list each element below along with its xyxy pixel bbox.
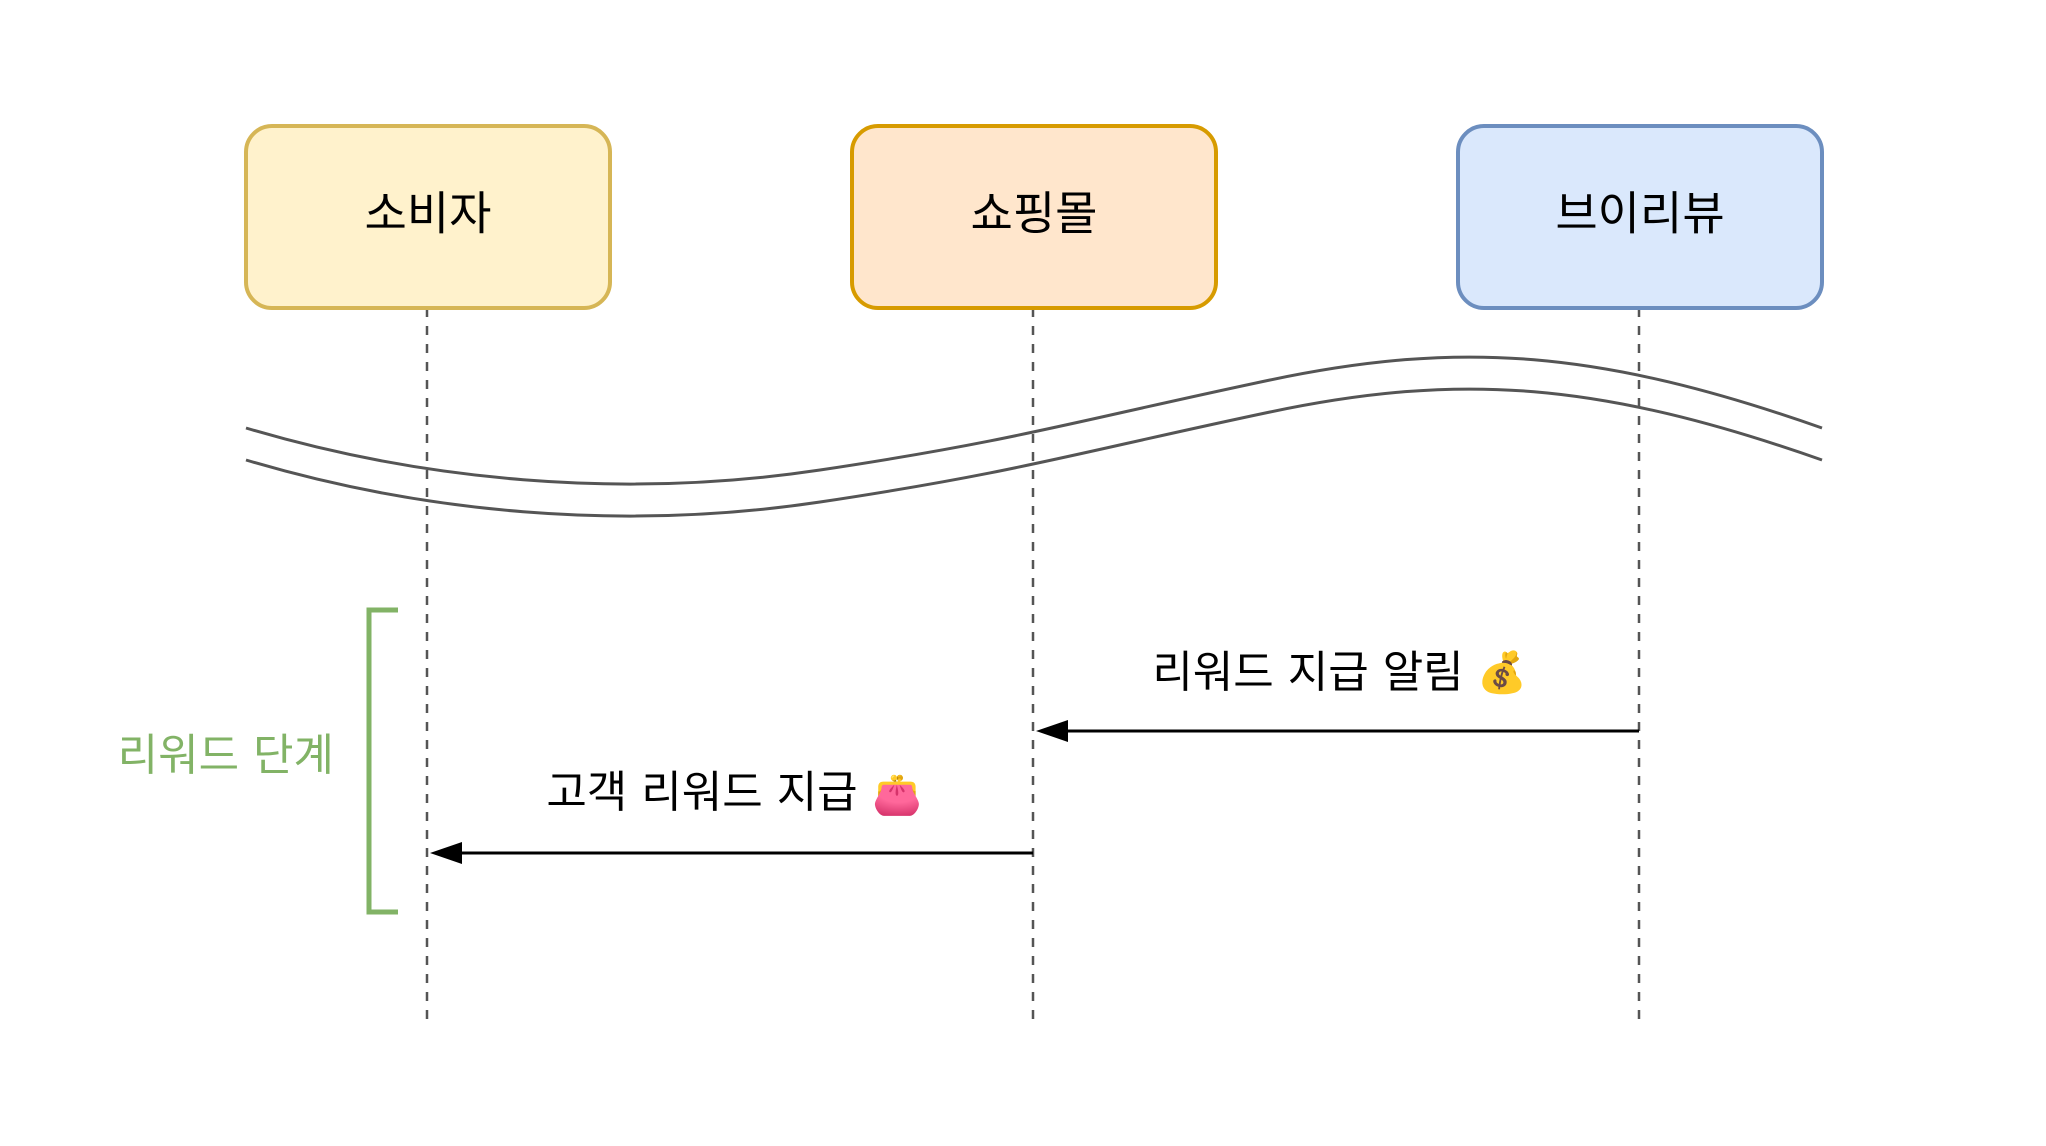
actor-box-shop — [850, 124, 1218, 310]
break-line-bottom — [245, 387, 1823, 518]
actor-shop[interactable]: 쇼핑몰 — [850, 124, 1218, 310]
break-line-top — [245, 355, 1823, 486]
message-label-customer-reward: 고객 리워드 지급 — [546, 767, 857, 818]
phase-bracket — [366, 607, 398, 915]
message-label-reward-notify: 리워드 지급 알림 — [1152, 647, 1463, 698]
money-bag-icon: 💰 — [1477, 649, 1527, 696]
actor-box-consumer — [244, 124, 612, 310]
arrowhead-reward-notify — [1036, 720, 1068, 742]
purse-icon: 👛 — [872, 772, 922, 818]
arrowhead-customer-reward — [430, 842, 462, 864]
actor-label-shop: 쇼핑몰 — [971, 187, 1098, 241]
phase-reward: 리워드 단계 — [118, 607, 398, 915]
actor-consumer[interactable]: 소비자 — [244, 124, 612, 310]
time-break-marker — [245, 355, 1823, 518]
actor-label-vreview: 브이리뷰 — [1555, 187, 1724, 241]
actor-box-vreview — [1456, 124, 1824, 310]
message-customer-reward[interactable]: 고객 리워드 지급 👛 — [430, 767, 1033, 864]
message-reward-notify[interactable]: 리워드 지급 알림 💰 — [1036, 647, 1639, 742]
actor-vreview[interactable]: 브이리뷰 — [1456, 124, 1824, 310]
phase-label: 리워드 단계 — [118, 730, 334, 781]
actor-label-consumer: 소비자 — [365, 187, 492, 241]
